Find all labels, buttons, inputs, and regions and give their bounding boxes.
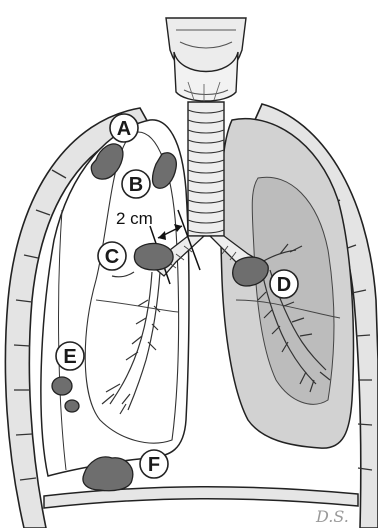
label-d-group: D: [270, 270, 298, 298]
lesion-e-large: [52, 377, 72, 395]
label-a: A: [117, 118, 131, 140]
lesion-e-small: [65, 400, 79, 412]
measurement-label: 2 cm: [116, 209, 153, 228]
lesion-c: [134, 243, 173, 270]
label-a-group: A: [110, 114, 138, 142]
label-e-group: E: [56, 342, 84, 370]
label-e: E: [63, 346, 76, 368]
label-b-group: B: [122, 170, 150, 198]
label-f-group: F: [140, 450, 168, 478]
label-c-group: C: [98, 242, 126, 270]
diaphragm: [44, 487, 358, 508]
artist-signature: D.S.: [315, 507, 349, 526]
label-c: C: [105, 246, 119, 268]
label-f: F: [148, 454, 160, 476]
label-d: D: [277, 274, 291, 296]
label-b: B: [129, 174, 143, 196]
